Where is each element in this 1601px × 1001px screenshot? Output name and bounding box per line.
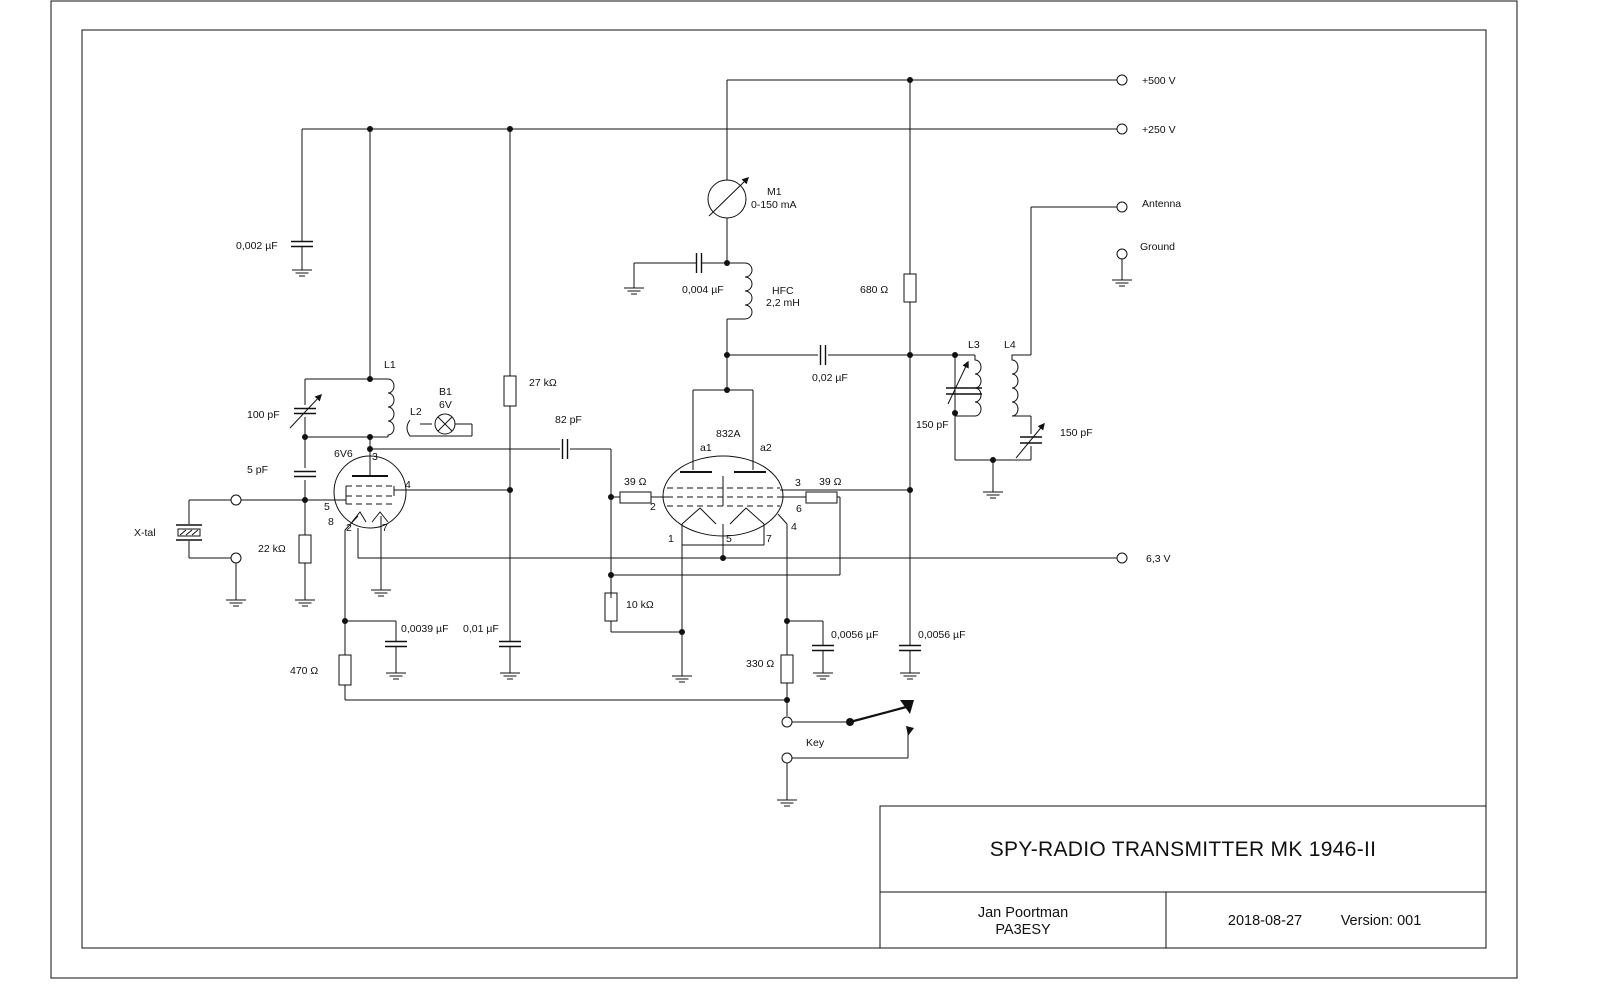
svg-text:Antenna: Antenna — [1142, 198, 1181, 210]
svg-text:6: 6 — [796, 503, 802, 515]
svg-text:6V: 6V — [439, 399, 452, 411]
key-terminal-bottom[interactable] — [781, 752, 793, 764]
svg-text:0-150 mA: 0-150 mA — [751, 199, 797, 211]
svg-text:B1: B1 — [439, 386, 452, 398]
key-terminal-top[interactable] — [781, 716, 793, 728]
svg-text:10 kΩ: 10 kΩ — [626, 599, 654, 611]
xtal-socket-top[interactable] — [230, 494, 242, 506]
svg-text:5 pF: 5 pF — [247, 464, 268, 476]
coil-l1 — [387, 378, 395, 437]
svg-text:150 pF: 150 pF — [916, 419, 949, 431]
label-500v: +500 V — [1142, 75, 1176, 87]
terminal-6v3[interactable] — [1116, 552, 1128, 564]
terminal-antenna[interactable] — [1116, 201, 1128, 213]
coil-l4 — [1011, 354, 1031, 417]
svg-text:22 kΩ: 22 kΩ — [258, 543, 286, 555]
screen-feed-680: 680 Ω 0,0056 µF — [860, 80, 966, 680]
svg-text:150 pF: 150 pF — [1060, 427, 1093, 439]
svg-text:680 Ω: 680 Ω — [860, 284, 888, 296]
crystal-xtal: X-tal — [134, 494, 305, 607]
svg-text:a1: a1 — [700, 442, 712, 454]
output-tank: L3 150 pF L4 150 pF Antenna Ground — [916, 198, 1181, 499]
svg-text:39 Ω: 39 Ω — [624, 476, 647, 488]
svg-text:5: 5 — [726, 533, 732, 545]
capacitor-0002uf: 0,002 µF — [236, 129, 314, 277]
svg-text:7: 7 — [382, 522, 388, 534]
title-block: SPY-RADIO TRANSMITTER MK 1946-II Jan Poo… — [879, 805, 1487, 949]
grid-resistors: 39 Ω 2 39 Ω 6 — [611, 476, 842, 576]
svg-text:0,0056 µF: 0,0056 µF — [831, 629, 879, 641]
inner-frame — [81, 29, 1487, 949]
outer-frame — [50, 0, 1518, 979]
svg-text:0,02 µF: 0,02 µF — [812, 372, 848, 384]
drawing-title: SPY-RADIO TRANSMITTER MK 1946-II — [990, 838, 1377, 861]
coil-hfc — [727, 262, 753, 320]
screen-feed-27k: 27 kΩ 0,01 µF — [463, 129, 557, 680]
svg-text:M1: M1 — [767, 186, 782, 198]
svg-text:L3: L3 — [968, 339, 980, 351]
svg-text:330 Ω: 330 Ω — [746, 658, 774, 670]
svg-text:832A: 832A — [716, 428, 741, 440]
author-name: Jan Poortman — [978, 905, 1068, 921]
svg-text:0,01 µF: 0,01 µF — [463, 623, 499, 635]
coil-l3 — [955, 355, 982, 417]
svg-text:3: 3 — [795, 477, 801, 489]
svg-text:0,0056 µF: 0,0056 µF — [918, 629, 966, 641]
svg-text:82 pF: 82 pF — [555, 414, 582, 426]
svg-text:Ground: Ground — [1140, 241, 1175, 253]
morse-key: Key — [776, 700, 914, 807]
svg-text:0,002 µF: 0,002 µF — [236, 240, 278, 252]
svg-text:2: 2 — [650, 501, 656, 513]
plate-supply: M1 0-150 mA 0,004 µF HFC 2,2 mH 0,02 µF — [623, 80, 955, 393]
resistor-330 — [780, 654, 794, 684]
svg-text:3: 3 — [372, 451, 378, 463]
svg-text:2: 2 — [346, 522, 352, 534]
svg-text:7: 7 — [766, 533, 772, 545]
svg-text:4: 4 — [791, 521, 797, 533]
resistor-10k: 10 kΩ — [604, 592, 685, 635]
drawing-date: 2018-08-27 — [1228, 913, 1302, 929]
resistor-22k: 22 kΩ — [258, 500, 316, 607]
svg-text:6,3 V: 6,3 V — [1146, 553, 1171, 565]
svg-text:L1: L1 — [384, 359, 396, 371]
svg-text:L2: L2 — [410, 406, 422, 418]
oscillator-tank: 100 pF L1 L2 B1 6V 5 pF — [247, 129, 473, 503]
coupling-82pf: 82 pF — [367, 414, 614, 598]
svg-text:470 Ω: 470 Ω — [290, 665, 318, 677]
cathode-network-v1: 0,0039 µF 470 Ω — [290, 620, 787, 701]
author-callsign: PA3ESY — [995, 922, 1051, 938]
terminal-250v[interactable] — [1116, 123, 1128, 135]
xtal-socket-bottom[interactable] — [230, 552, 242, 564]
drawing-version: Version: 001 — [1341, 913, 1422, 929]
svg-text:0,0039 µF: 0,0039 µF — [401, 623, 449, 635]
svg-text:6V6: 6V6 — [334, 448, 353, 460]
svg-text:X-tal: X-tal — [134, 527, 156, 539]
svg-text:a2: a2 — [760, 442, 772, 454]
svg-text:39 Ω: 39 Ω — [819, 476, 842, 488]
svg-text:5: 5 — [324, 501, 330, 513]
svg-text:L4: L4 — [1004, 339, 1016, 351]
svg-text:Key: Key — [806, 737, 825, 749]
label-250v: +250 V — [1142, 124, 1176, 136]
svg-text:2,2 mH: 2,2 mH — [766, 297, 800, 309]
supply-rails: +500 V +250 V — [302, 74, 1176, 136]
svg-text:HFC: HFC — [772, 285, 794, 297]
coil-l2 — [406, 419, 420, 437]
svg-text:1: 1 — [668, 533, 674, 545]
resistor-470 — [338, 654, 352, 686]
svg-text:27 kΩ: 27 kΩ — [529, 377, 557, 389]
svg-text:8: 8 — [328, 516, 334, 528]
cathode-network-v2: 0,0056 µF 330 Ω — [746, 620, 879, 716]
terminal-500v[interactable] — [1116, 74, 1128, 86]
svg-text:0,004 µF: 0,004 µF — [682, 284, 724, 296]
heater-line: 6,3 V — [358, 552, 1171, 565]
svg-text:4: 4 — [405, 479, 411, 491]
svg-text:100 pF: 100 pF — [247, 409, 280, 421]
terminal-ground[interactable] — [1116, 248, 1128, 260]
tube-832a: 832A a1 a2 3 1 5 7 4 — [662, 389, 910, 683]
